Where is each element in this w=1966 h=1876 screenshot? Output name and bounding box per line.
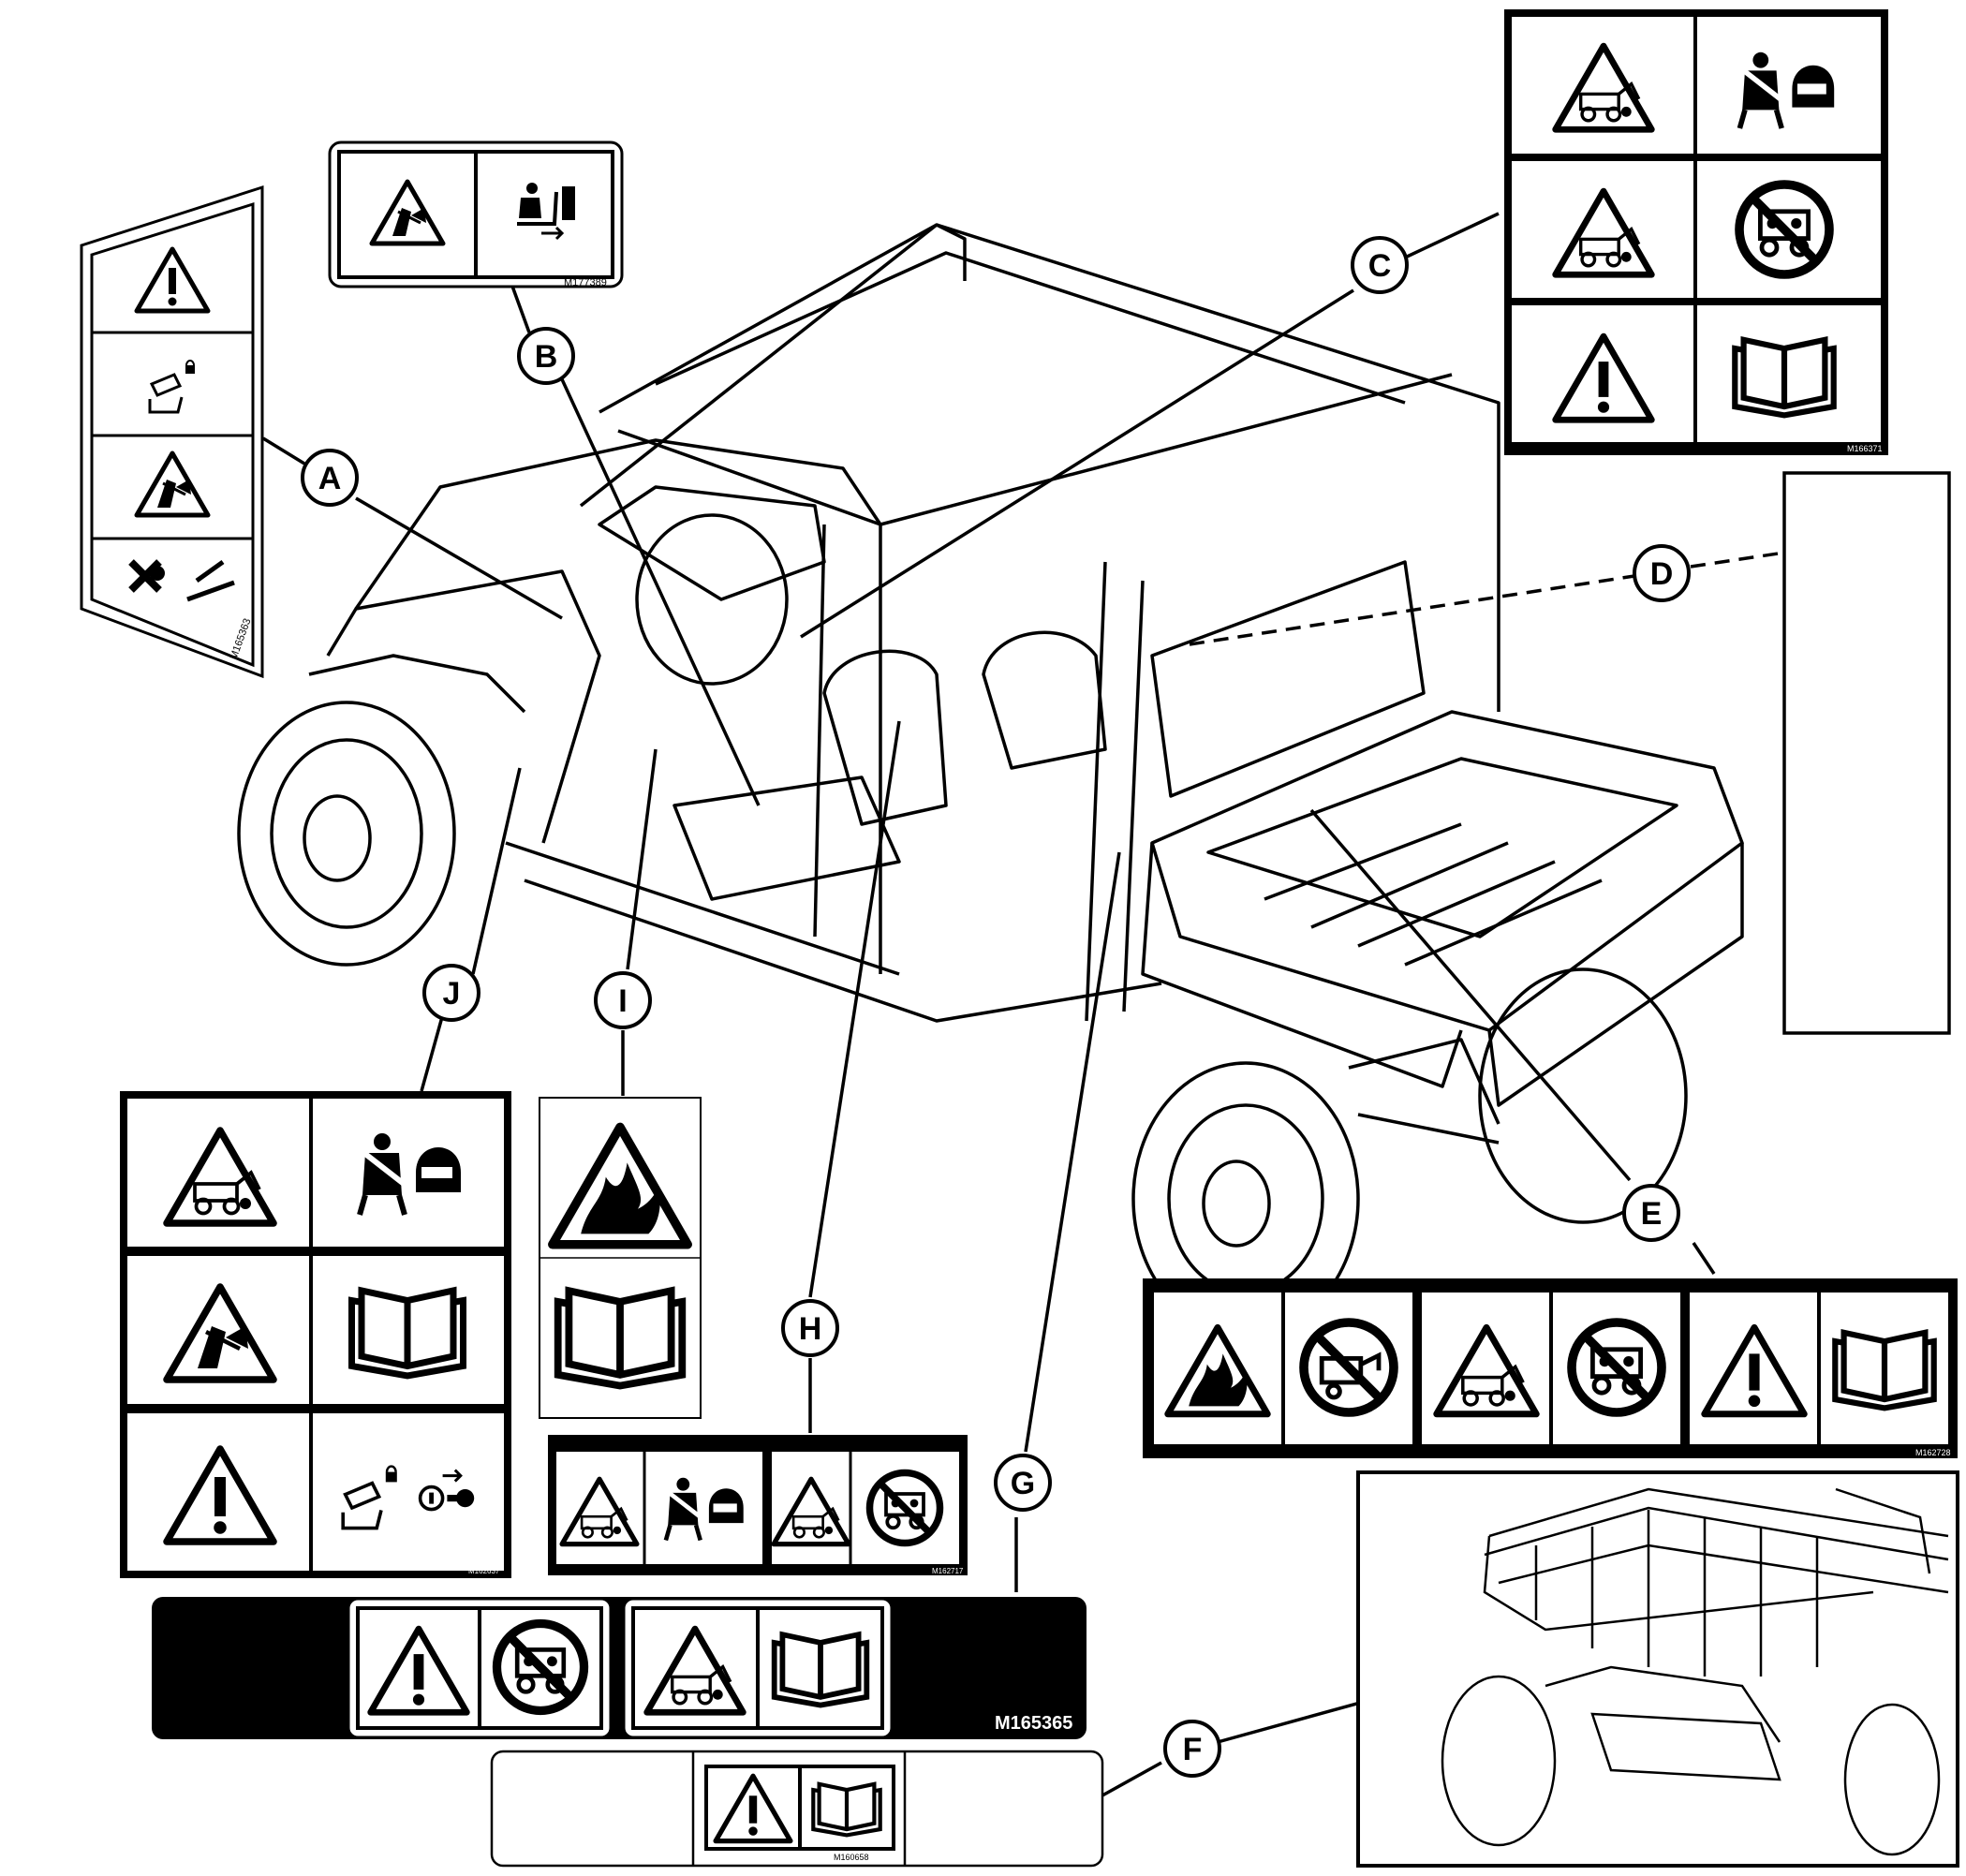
svg-text:A: A [318, 461, 342, 496]
svg-text:G: G [1011, 1466, 1035, 1501]
svg-text:D: D [1650, 556, 1674, 592]
part-number-h: M162717 [932, 1567, 964, 1575]
callout-a: A [301, 449, 359, 507]
svg-text:I: I [618, 983, 627, 1019]
callout-h: H [781, 1299, 839, 1357]
svg-text:F: F [1183, 1732, 1203, 1767]
part-number-e: M162728 [1915, 1448, 1951, 1457]
label-h: M162717 [548, 1435, 968, 1575]
callout-e: E [1622, 1184, 1680, 1242]
part-number-j: M162637 [468, 1567, 500, 1575]
label-f-inset [1356, 1470, 1959, 1868]
part-number-c: M166371 [1847, 444, 1883, 453]
svg-text:E: E [1641, 1196, 1663, 1232]
label-b: M177389 [328, 140, 624, 288]
utility-vehicle-illustration [237, 223, 1744, 1337]
label-f: M160658 [490, 1750, 1104, 1868]
svg-text:C: C [1368, 248, 1392, 284]
no-passengers-icon [870, 1473, 940, 1544]
callout-i: I [594, 971, 652, 1029]
operator-manual-icon [1835, 1333, 1933, 1409]
label-g: M165365 [152, 1597, 1086, 1739]
part-number-b: M177389 [564, 277, 607, 288]
label-e: M162728 [1143, 1278, 1958, 1458]
part-number-g: M165365 [995, 1713, 1072, 1734]
callouts: A B C D E F G H [301, 236, 1691, 1778]
no-passengers-icon [497, 1624, 584, 1711]
operator-manual-icon [558, 1291, 683, 1385]
no-fueling-icon [1304, 1322, 1394, 1412]
operator-manual-icon [352, 1291, 464, 1376]
callout-f: F [1163, 1720, 1221, 1778]
callout-d: D [1633, 544, 1691, 602]
label-i [539, 1097, 702, 1419]
operator-manual-icon [813, 1784, 880, 1836]
svg-text:J: J [443, 976, 461, 1012]
callout-b: B [517, 327, 575, 385]
svg-text:H: H [799, 1311, 822, 1347]
no-hand-icon [128, 559, 235, 602]
label-j: M162637 [120, 1091, 511, 1578]
part-number-f: M160658 [834, 1853, 869, 1862]
label-c: M166371 [1504, 9, 1888, 455]
callout-j: J [422, 964, 480, 1022]
label-a: M165363 [80, 185, 264, 679]
leader-lines [262, 212, 1785, 1797]
svg-text:B: B [535, 339, 558, 375]
no-passengers-icon [1739, 185, 1829, 274]
front-rack-illustration [1441, 1487, 1949, 1856]
callout-c: C [1351, 236, 1409, 294]
operator-manual-icon [1735, 340, 1833, 416]
operator-manual-icon [775, 1634, 867, 1705]
no-passengers-icon [1572, 1322, 1662, 1412]
callout-g: G [994, 1454, 1052, 1512]
label-d [1782, 471, 1951, 1035]
